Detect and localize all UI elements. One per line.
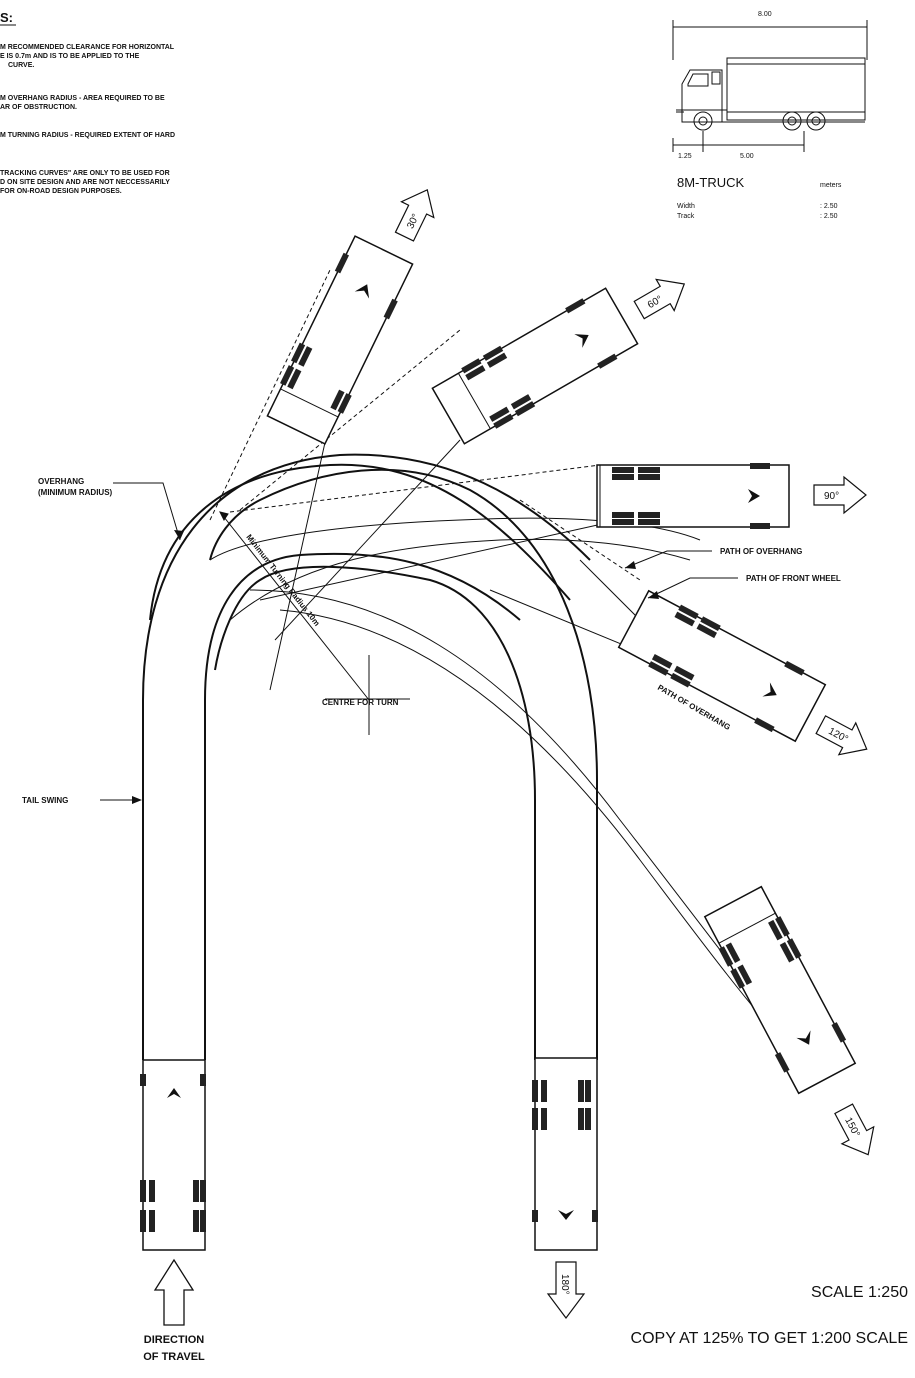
path-of-overhang-label: PATH OF OVERHANG bbox=[720, 547, 802, 556]
note-line: M TURNING RADIUS - REQUIRED EXTENT OF HA… bbox=[0, 132, 175, 139]
truck-150 bbox=[703, 885, 857, 1095]
path-of-front-wheel-label: PATH OF FRONT WHEEL bbox=[746, 574, 841, 583]
direction-arrow bbox=[153, 1258, 195, 1326]
notes-title: S: bbox=[0, 10, 13, 25]
truck-60 bbox=[431, 287, 639, 445]
direction-label-2: OF TRAVEL bbox=[143, 1351, 205, 1363]
swept-path-curves-thin bbox=[209, 269, 801, 1061]
note-line: D ON SITE DESIGN AND ARE NOT NECCESSARIL… bbox=[0, 179, 170, 186]
copy-scale-label: COPY AT 125% TO GET 1:200 SCALE bbox=[631, 1330, 908, 1347]
overhang-label-2: (MINIMUM RADIUS) bbox=[38, 488, 113, 497]
note-line: TRACKING CURVES" ARE ONLY TO BE USED FOR bbox=[0, 170, 170, 177]
direction-label-1: DIRECTION bbox=[144, 1334, 205, 1346]
note-line: FOR ON-ROAD DESIGN PURPOSES. bbox=[0, 188, 122, 195]
note-line: CURVE. bbox=[8, 62, 34, 69]
tail-swing-label: TAIL SWING bbox=[22, 796, 68, 805]
truck-180 bbox=[532, 1057, 598, 1251]
truck-30 bbox=[266, 235, 414, 445]
scale-label: SCALE 1:250 bbox=[811, 1284, 908, 1301]
front-overhang-dim: 1.25 bbox=[678, 153, 692, 160]
arrow-30: 30° bbox=[394, 188, 435, 242]
track-label: Track bbox=[677, 213, 695, 220]
note-line: E IS 0.7m AND IS TO BE APPLIED TO THE bbox=[0, 53, 140, 60]
arrow-150: 150° bbox=[834, 1103, 875, 1156]
truck-90 bbox=[596, 463, 790, 529]
angle-90-label: 90° bbox=[824, 491, 839, 502]
note-line: AR OF OBSTRUCTION. bbox=[0, 104, 77, 111]
truck-start bbox=[140, 1059, 206, 1251]
callouts bbox=[100, 482, 738, 801]
track-value: : 2.50 bbox=[820, 213, 838, 220]
centre-for-turn-label: CENTRE FOR TURN bbox=[322, 698, 399, 707]
truck-name: 8M-TRUCK bbox=[677, 175, 744, 190]
min-radius-line bbox=[219, 511, 410, 735]
arrow-60: 60° bbox=[633, 278, 686, 320]
arrow-90: 90° bbox=[813, 475, 867, 515]
swept-path-curves bbox=[142, 453, 598, 1060]
min-turning-radius-label: Minimum Turning Radius 10m bbox=[244, 533, 321, 628]
arrow-180: 180° bbox=[546, 1261, 586, 1319]
overhang-label-1: OVERHANG bbox=[38, 477, 84, 486]
truck-spec-text: 8.00 1.25 5.00 8M-TRUCK meters Width : 2… bbox=[677, 11, 842, 220]
truck-120 bbox=[617, 589, 827, 743]
units-label: meters bbox=[820, 182, 842, 189]
arrow-120: 120° bbox=[815, 715, 868, 756]
note-line: M RECOMMENDED CLEARANCE FOR HORIZONTAL bbox=[0, 44, 175, 51]
overall-length-dim: 8.00 bbox=[758, 11, 772, 18]
wheelbase-dim: 5.00 bbox=[740, 153, 754, 160]
notes-block: S: M RECOMMENDED CLEARANCE FOR HORIZONTA… bbox=[0, 10, 175, 195]
angle-180-label: 180° bbox=[559, 1274, 570, 1295]
width-label: Width bbox=[677, 203, 695, 210]
width-value: : 2.50 bbox=[820, 203, 838, 210]
truck-spec bbox=[672, 20, 868, 152]
note-line: M OVERHANG RADIUS - AREA REQUIRED TO BE bbox=[0, 95, 165, 102]
